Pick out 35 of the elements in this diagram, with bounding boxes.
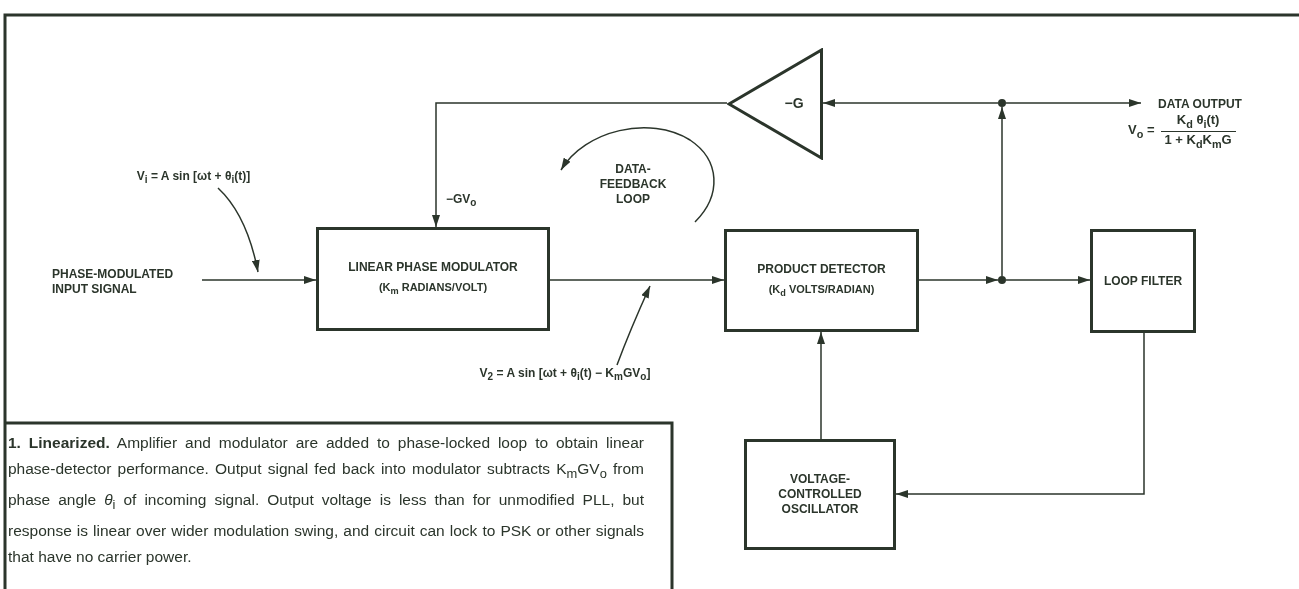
gain-label: (K$_{d}$ VOLTS/RADIAN) <box>767 282 876 300</box>
loop-label: DATA- FEEDBACK LOOP <box>598 162 668 207</box>
block-label: LINEAR PHASE MODULATOR <box>347 260 519 276</box>
signal-arrow <box>918 276 999 284</box>
signal-arrow <box>201 276 317 284</box>
process-box <box>1090 229 1196 333</box>
process-box <box>724 229 919 332</box>
process-box <box>744 439 896 550</box>
signal-arrow <box>432 102 728 228</box>
signal-arrow <box>1005 99 1142 107</box>
leader-line <box>616 285 651 366</box>
leader-line <box>217 187 260 273</box>
block-label: VOLTAGE-CONTROLLED OSCILLATOR <box>777 472 863 517</box>
output-equation-lhs: V$_{o}$ = <box>1128 122 1155 142</box>
gain-label: (K$_{m}$ RADIANS/VOLT) <box>377 281 489 298</box>
fraction-numerator: K$_{d}$ θ$_{i}$(t) <box>1175 112 1221 132</box>
signal-equation: V$_{2}$ = A sin [ωt + θ$_{i}$(t) − K$_{m}$GV$_{o}$] <box>479 366 651 384</box>
block-label: PRODUCT DETECTOR <box>756 261 887 277</box>
signal-arrow <box>549 276 725 284</box>
amplifier-triangle <box>727 48 823 160</box>
output-label: DATA OUTPUT <box>1158 96 1242 112</box>
figure-caption: 1. Linearized. Amplifier and modulator are added to phase-locked loop to obtain linear phase-detector performance. Output signal fed back into modulator subtracts K$_{m}$GV$_{o}$ from phase angle θ$_{i}$ of incoming signal. Output voltage is less than for unmodified PLL, but response is linear over wider modulation swing, and circuit can lock to PSK or other signals that have no carrier power. <box>8 433 644 568</box>
fraction-denominator: 1 + K$_{d}$K$_{m}$G <box>1160 131 1236 152</box>
signal-arrow <box>998 106 1006 277</box>
signal-equation: V$_{i}$ = A sin [ωt + θ$_{i}$(t)] <box>136 169 251 187</box>
junction-dot <box>998 99 1006 107</box>
process-box <box>316 227 550 331</box>
junction-dot <box>998 276 1006 284</box>
block-label: LOOP FILTER <box>1102 273 1184 289</box>
signal-arrow <box>1005 276 1091 284</box>
signal-arrow <box>817 331 825 440</box>
signal-arrow <box>822 99 999 107</box>
signal-arrow <box>895 332 1145 498</box>
gain-label: −G <box>784 95 804 113</box>
input-label: PHASE-MODULATED INPUT SIGNAL <box>52 267 175 297</box>
